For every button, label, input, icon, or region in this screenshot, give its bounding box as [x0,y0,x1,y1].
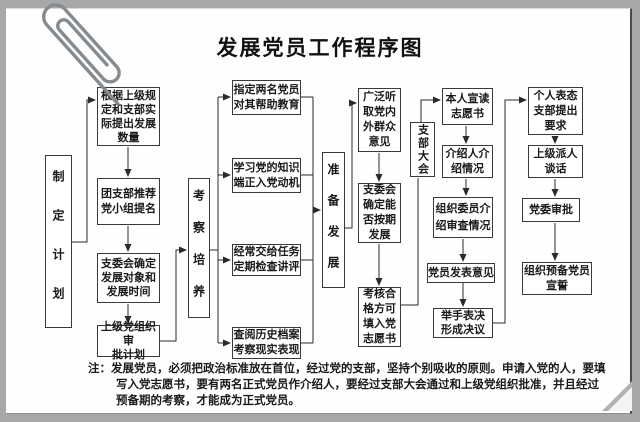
step-cultivate-tasks: 经常交给任务 定期检查讲评 [232,244,301,276]
step-cultivate-review: 查阅历史档案 考察现实表现 [232,327,301,359]
step-prepare-form: 考核合 格方可 填入党 志愿书 [358,287,401,347]
step-meeting-read: 本人宣读 志愿书 [442,88,493,125]
step-after-approval: 党委审批 [522,198,580,222]
step-meeting-opinions: 党员发表意见 [427,263,495,283]
step-after-statement: 个人表态 支部提出 要求 [528,87,583,135]
stage-plan: 制定计划 [45,155,72,328]
paperclip-icon [42,3,121,106]
step-plan-quantity: 根据上级规 定和支部实 际提出发展 数量 [97,87,160,146]
step-prepare-opinions: 广泛听 取党内 外群众 意见 [358,88,401,152]
page-title: 发展党员工作程序图 [216,37,424,60]
stage-prepare: 准备发展 [322,152,345,288]
footnote-prefix: 注： [88,363,111,375]
step-meeting-vote: 举手表决 形成决议 [433,308,493,338]
footnote-body: 发展党员，必须把政治标准放在首位，经过党的支部，坚持个别吸收的原则。申请入党的人… [111,363,606,407]
page-curl-fold [608,387,632,411]
stage-branch-meeting: 支部大会 [410,122,435,177]
step-plan-confirm: 支委会确定 发展对象和 发展时间 [97,253,160,303]
step-meeting-introduce: 介绍人介 绍情况 [442,145,493,178]
step-meeting-org-review: 组织委员介 绍审查情况 [433,197,493,238]
step-after-talk: 上级派人 谈话 [528,145,583,178]
step-prepare-schedule: 支委会 确定能 否按期 发展 [358,183,401,243]
step-plan-approval: 上级党组织审 批计划 [97,321,160,361]
step-cultivate-learn: 学习党的知识 端正入党动机 [232,158,301,193]
step-cultivate-helpers: 指定两名党员 对其帮助教育 [232,80,301,115]
stage-cultivate: 考察培养 [188,178,210,318]
step-after-oath: 组织预备党员 宣誓 [522,262,592,295]
footnote: 注：发展党员，必须把政治标准放在首位，经过党的支部，坚持个别吸收的原则。申请入党… [88,361,608,409]
step-plan-recommend: 团支部推荐 党小组提名 [97,178,160,225]
